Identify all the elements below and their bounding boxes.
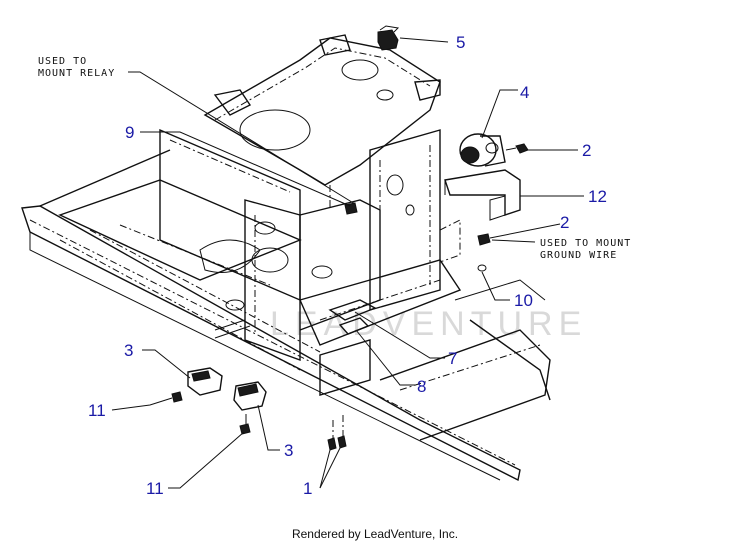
- callout-2-lower[interactable]: 2: [560, 213, 569, 232]
- callout-11-upper[interactable]: 11: [88, 401, 106, 420]
- leader-lines: [111, 37, 584, 489]
- part-11-screw-upper[interactable]: [171, 391, 183, 403]
- part-2-nut-lower[interactable]: [477, 233, 491, 246]
- part-5-bumper[interactable]: [377, 25, 400, 51]
- note-relay-line2: MOUNT RELAY: [38, 68, 115, 79]
- part-7-bracket[interactable]: [328, 299, 377, 321]
- part-1-pins[interactable]: [327, 415, 347, 451]
- note-ground: USED TO MOUNT GROUND WIRE: [540, 238, 631, 261]
- part-2-screw-upper[interactable]: [505, 143, 529, 154]
- frame-rails: [21, 149, 551, 482]
- callout-10[interactable]: 10: [514, 291, 533, 310]
- part-11-screw-lower[interactable]: [239, 414, 251, 435]
- callout-5[interactable]: 5: [456, 33, 465, 52]
- part-9-screw[interactable]: [344, 202, 358, 215]
- part-12-bracket[interactable]: [444, 169, 521, 221]
- callout-1[interactable]: 1: [303, 479, 312, 498]
- callout-7[interactable]: 7: [448, 349, 457, 368]
- footer-credit: Rendered by LeadVenture, Inc.: [292, 527, 458, 541]
- frame-plates: [58, 128, 462, 396]
- watermark: LEADVENTURE: [270, 305, 587, 343]
- callout-3-upper[interactable]: 3: [124, 341, 133, 360]
- callout-8[interactable]: 8: [417, 377, 426, 396]
- part-4-relay[interactable]: [459, 133, 506, 167]
- callout-9[interactable]: 9: [125, 123, 134, 142]
- part-8-bracket[interactable]: [338, 317, 370, 335]
- callout-3-lower[interactable]: 3: [284, 441, 293, 460]
- callout-labels: 5 4 2 12 2 9 10 7 8 3 11 3 11 1: [88, 33, 607, 498]
- part-3-connector-upper[interactable]: [187, 367, 223, 396]
- callout-11-lower[interactable]: 11: [146, 479, 164, 498]
- note-relay-line1: USED TO: [38, 56, 87, 67]
- callout-2-upper[interactable]: 2: [582, 141, 591, 160]
- callout-12[interactable]: 12: [588, 187, 607, 206]
- part-3-connector-lower[interactable]: [233, 381, 267, 411]
- note-ground-line1: USED TO MOUNT: [540, 238, 631, 249]
- note-relay: USED TO MOUNT RELAY: [38, 56, 115, 79]
- callout-4[interactable]: 4: [520, 83, 529, 102]
- note-ground-line2: GROUND WIRE: [540, 250, 617, 261]
- part-10-nut[interactable]: [477, 264, 487, 272]
